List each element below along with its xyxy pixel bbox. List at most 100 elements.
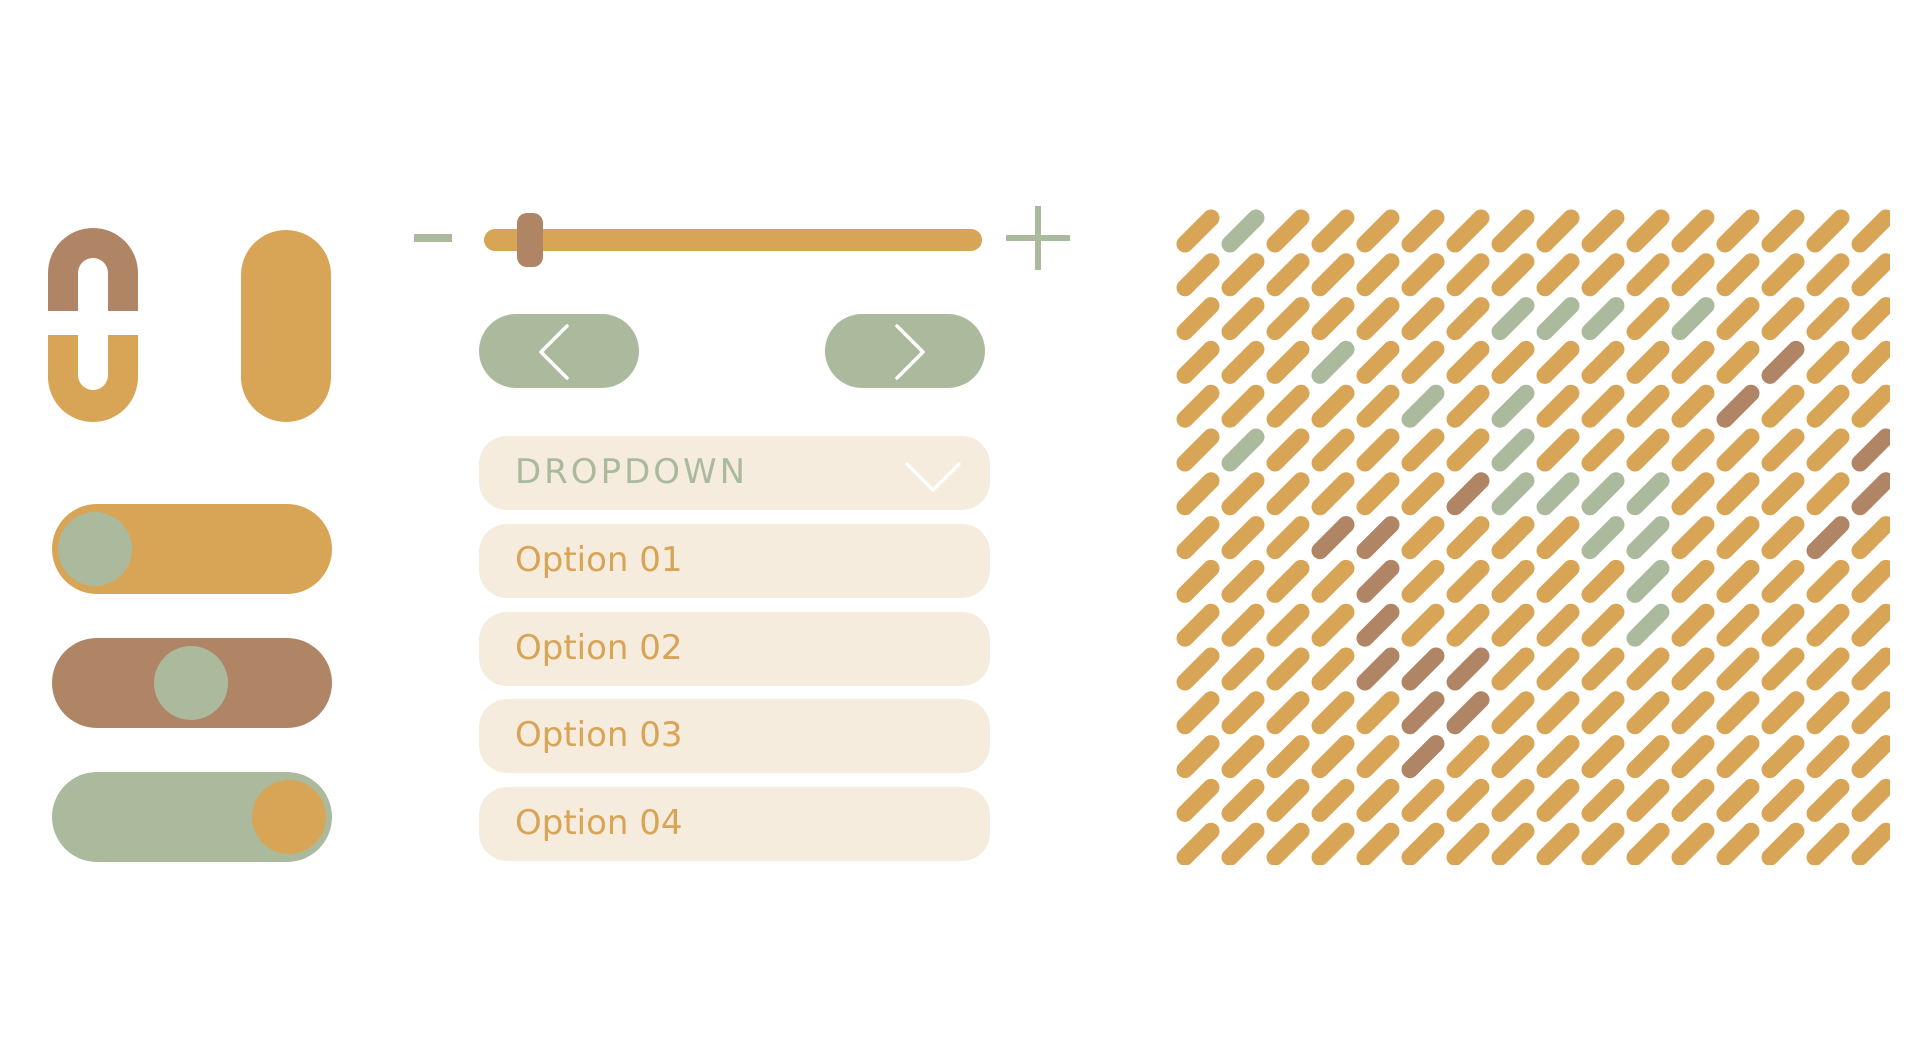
pattern-dash bbox=[1446, 647, 1490, 691]
minus-icon[interactable] bbox=[414, 234, 452, 242]
pattern-dash bbox=[1221, 253, 1265, 297]
pattern-dash bbox=[1581, 778, 1625, 822]
pattern-dash bbox=[1176, 778, 1220, 822]
slider-track[interactable] bbox=[484, 213, 982, 267]
pattern-dash bbox=[1221, 297, 1265, 341]
pattern-dash bbox=[1851, 778, 1890, 822]
pattern-dash bbox=[1536, 384, 1580, 428]
pattern-dash bbox=[1446, 516, 1490, 560]
pattern-dash bbox=[1401, 691, 1445, 735]
pattern-dash bbox=[1806, 822, 1850, 865]
pattern-dash bbox=[1311, 691, 1355, 735]
pattern-dash bbox=[1806, 384, 1850, 428]
pattern-dash bbox=[1491, 297, 1535, 341]
toggle-knob[interactable] bbox=[252, 780, 326, 854]
pattern-dash bbox=[1761, 384, 1805, 428]
pattern-dash bbox=[1311, 253, 1355, 297]
toggle-knob[interactable] bbox=[58, 512, 132, 586]
pattern-dash bbox=[1671, 516, 1715, 560]
pattern-dash bbox=[1581, 253, 1625, 297]
pattern-dash bbox=[1176, 735, 1220, 779]
pattern-dash bbox=[1356, 428, 1400, 472]
pattern-dash bbox=[1581, 647, 1625, 691]
pattern-dash bbox=[1761, 559, 1805, 603]
pattern-dash bbox=[1266, 822, 1310, 865]
pattern-dash bbox=[1491, 778, 1535, 822]
dropdown-select[interactable]: DROPDOWN bbox=[479, 436, 990, 510]
pattern-dash bbox=[1671, 778, 1715, 822]
pattern-dash bbox=[1806, 559, 1850, 603]
pattern-dash bbox=[1491, 472, 1535, 516]
pattern-dash bbox=[1671, 691, 1715, 735]
pattern-dash bbox=[1581, 340, 1625, 384]
pattern-dash bbox=[1176, 603, 1220, 647]
pattern-dash bbox=[1536, 340, 1580, 384]
pattern-dash bbox=[1626, 384, 1670, 428]
pattern-dash bbox=[1221, 647, 1265, 691]
pattern-dash bbox=[1716, 384, 1760, 428]
dropdown-option[interactable]: Option 02 bbox=[479, 612, 990, 686]
previous-button[interactable] bbox=[479, 314, 639, 388]
slider-thumb[interactable] bbox=[517, 213, 543, 267]
vertical-switch-split[interactable] bbox=[48, 228, 138, 422]
pattern-dash bbox=[1671, 822, 1715, 865]
option-label: Option 02 bbox=[515, 628, 683, 668]
dropdown-label: DROPDOWN bbox=[515, 452, 749, 492]
vertical-switch-solid[interactable] bbox=[241, 230, 331, 422]
option-label: Option 03 bbox=[515, 715, 683, 755]
pattern-dash bbox=[1221, 559, 1265, 603]
pattern-dash bbox=[1401, 603, 1445, 647]
switch-slot-top bbox=[78, 258, 108, 318]
option-label: Option 01 bbox=[515, 540, 683, 580]
pattern-dash bbox=[1401, 559, 1445, 603]
pattern-dash bbox=[1716, 428, 1760, 472]
pattern-dash bbox=[1626, 559, 1670, 603]
next-button[interactable] bbox=[825, 314, 985, 388]
pattern-dash bbox=[1266, 297, 1310, 341]
pattern-dash bbox=[1311, 559, 1355, 603]
pattern-dash bbox=[1851, 691, 1890, 735]
dropdown-option[interactable]: Option 04 bbox=[479, 787, 990, 861]
pattern-dash bbox=[1311, 209, 1355, 253]
toggle-knob[interactable] bbox=[154, 646, 228, 720]
pattern-dash bbox=[1491, 735, 1535, 779]
pattern-dash bbox=[1536, 516, 1580, 560]
pattern-dash bbox=[1311, 428, 1355, 472]
pattern-dash bbox=[1536, 691, 1580, 735]
plus-icon[interactable] bbox=[1006, 206, 1070, 270]
pattern-dash bbox=[1536, 209, 1580, 253]
pattern-dash bbox=[1671, 472, 1715, 516]
pattern-dash bbox=[1311, 778, 1355, 822]
pattern-dash bbox=[1851, 516, 1890, 560]
pattern-dash bbox=[1806, 691, 1850, 735]
toggle-switch-1[interactable] bbox=[52, 504, 332, 594]
pattern-dash bbox=[1671, 559, 1715, 603]
pattern-dash bbox=[1761, 516, 1805, 560]
pattern-dash bbox=[1536, 647, 1580, 691]
dropdown-option[interactable]: Option 01 bbox=[479, 524, 990, 598]
pattern-dash bbox=[1626, 778, 1670, 822]
pattern-dash bbox=[1581, 209, 1625, 253]
pattern-dash bbox=[1626, 428, 1670, 472]
pattern-dash bbox=[1356, 735, 1400, 779]
pattern-dash bbox=[1671, 384, 1715, 428]
pattern-dash bbox=[1221, 735, 1265, 779]
pattern-dash bbox=[1806, 603, 1850, 647]
pattern-dash bbox=[1446, 735, 1490, 779]
pattern-dash bbox=[1851, 340, 1890, 384]
pattern-dash bbox=[1626, 603, 1670, 647]
pattern-dash bbox=[1176, 428, 1220, 472]
dropdown-option[interactable]: Option 03 bbox=[479, 699, 990, 773]
pattern-dash bbox=[1446, 559, 1490, 603]
pattern-dash bbox=[1401, 428, 1445, 472]
pattern-dash bbox=[1176, 559, 1220, 603]
pattern-dash bbox=[1221, 822, 1265, 865]
pattern-dash bbox=[1356, 297, 1400, 341]
pattern-dash bbox=[1761, 297, 1805, 341]
pattern-dash bbox=[1536, 428, 1580, 472]
pattern-dash bbox=[1401, 340, 1445, 384]
toggle-switch-3[interactable] bbox=[52, 772, 332, 862]
pattern-dash bbox=[1626, 691, 1670, 735]
toggle-switch-2[interactable] bbox=[52, 638, 332, 728]
pattern-dash bbox=[1626, 647, 1670, 691]
